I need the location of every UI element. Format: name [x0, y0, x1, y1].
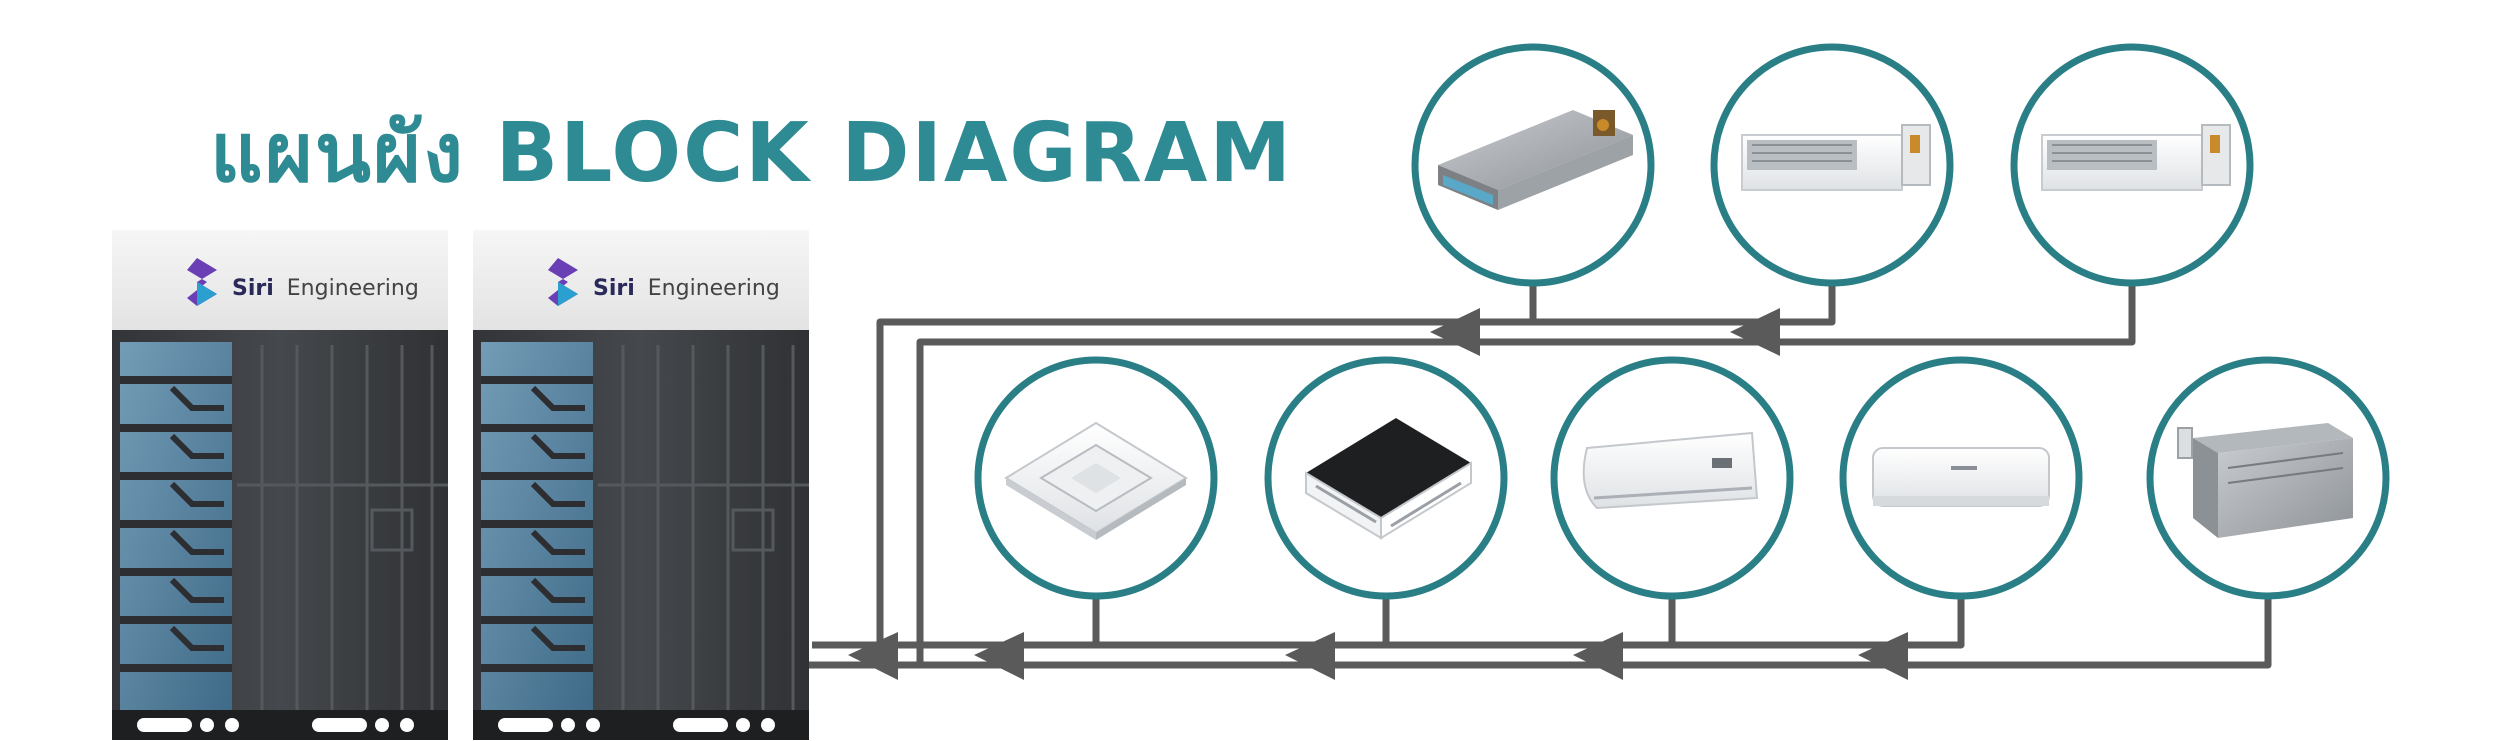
- upper-pipe-drop-2: [1533, 285, 1836, 326]
- fan-grille: [481, 342, 593, 712]
- indoor-unit-cassette-4way: [974, 356, 1218, 600]
- ducted-unit-icon: [1438, 110, 1633, 210]
- lower-pipe-drop-2: [1096, 585, 1390, 649]
- brand-logo-icon: [548, 258, 578, 306]
- arrow-lower-1: [848, 632, 898, 680]
- indoor-unit-ducted-1: [1411, 43, 1655, 287]
- lower-main-pipe-b: [812, 585, 1100, 649]
- lower-pipe-drop-3: [1386, 585, 1676, 649]
- svg-text:Siri Engineering: Siri Engineering: [593, 276, 780, 301]
- ducted-unit-white-icon: [2041, 124, 2231, 191]
- indoor-unit-floor-standing: [2146, 356, 2390, 600]
- outdoor-unit-1: Siri Engineering: [112, 230, 448, 740]
- indoor-unit-wall-mounted: [1839, 356, 2083, 600]
- refrigerant-pipes: [812, 285, 2272, 669]
- brand-name-bold: Siri: [232, 276, 274, 301]
- upper-pipe-drop-1: [876, 285, 1537, 645]
- outdoor-unit-2: Siri Engineering: [473, 230, 809, 740]
- arrow-lower-5: [1858, 632, 1908, 680]
- cassette-4way-icon: [1004, 421, 1188, 540]
- brand-logo-icon: [187, 258, 217, 306]
- lower-pipe-drop-4: [1672, 585, 1965, 649]
- arrow-lower-3: [1285, 632, 1335, 680]
- arrow-lower-2: [974, 632, 1024, 680]
- indoor-unit-ceiling-suspended: [1550, 356, 1794, 600]
- floor-standing-icon: [2177, 423, 2353, 538]
- ducted-unit-white-icon: [1741, 124, 1931, 191]
- lower-main-pipe-a: [812, 585, 2272, 669]
- page-title: แผนผัง BLOCK DIAGRAM: [210, 106, 1293, 201]
- flow-arrows: [848, 308, 1908, 680]
- indoor-unit-ducted-2: [1710, 43, 1954, 287]
- arrow-upper-1: [1430, 308, 1480, 356]
- brand-name-rest: Engineering: [648, 276, 780, 301]
- cassette-1way-icon: [1305, 418, 1472, 540]
- ceiling-suspended-icon: [1582, 431, 1759, 510]
- fan-grille: [120, 342, 232, 712]
- arrow-lower-4: [1573, 632, 1623, 680]
- wall-mounted-icon: [1872, 447, 2050, 507]
- upper-main-pipe: [916, 285, 2136, 665]
- indoor-unit-cassette-1way: [1264, 356, 1508, 600]
- brand-name-bold: Siri: [593, 276, 635, 301]
- brand-name-rest: Engineering: [287, 276, 419, 301]
- svg-text:Siri Engineering: Siri Engineering: [232, 276, 419, 301]
- arrow-upper-2: [1730, 308, 1780, 356]
- indoor-unit-ducted-3: [2010, 43, 2254, 287]
